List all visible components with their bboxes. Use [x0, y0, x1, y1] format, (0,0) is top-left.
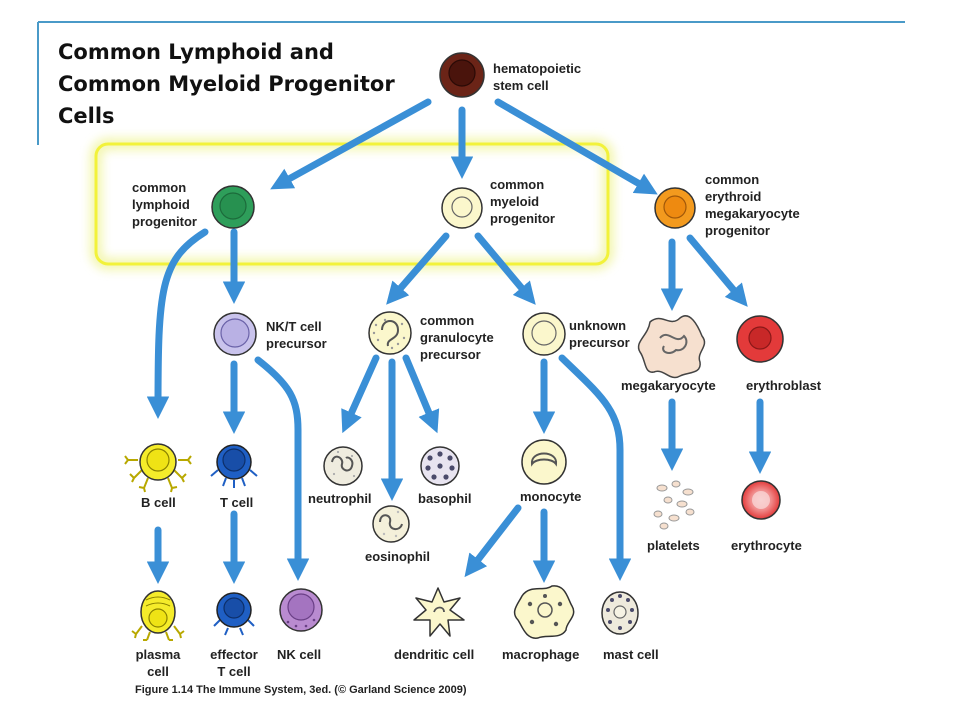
- label-effector-line-2: T cell: [217, 664, 251, 679]
- label-dendritic: dendritic cell: [394, 647, 475, 662]
- hsc-cell-icon: [439, 52, 485, 98]
- cmp-cell-icon: [441, 187, 483, 229]
- label-bcell: B cell: [141, 495, 176, 510]
- cgp-cell-icon: [368, 311, 412, 355]
- arrow-hsc-clp: [270, 98, 432, 190]
- label-erythrocyte: erythrocyte: [731, 538, 802, 553]
- label-cmp: common myeloid progenitor: [490, 176, 555, 227]
- arrow-cemp-erythroblast: [686, 234, 748, 307]
- arrow-clp-bcell: [146, 228, 209, 419]
- arrow-cmp-unknown: [474, 232, 536, 305]
- arrow-cgp-neutrophil: [341, 354, 380, 434]
- label-plasma: plasma cell: [128, 646, 188, 680]
- arrow-cgp-basophil: [402, 354, 440, 434]
- label-basophil: basophil: [418, 491, 472, 506]
- dendritic-cell-icon: [413, 587, 465, 637]
- neutrophil-icon: [323, 446, 363, 486]
- label-plasma-line-2: cell: [147, 664, 169, 679]
- label-hsc: hematopoietic stem cell: [493, 60, 581, 94]
- title-line-3: Cells: [58, 104, 115, 128]
- figure-caption: Figure 1.14 The Immune System, 3ed. (© G…: [135, 684, 467, 696]
- label-cemp-line-1: common: [705, 172, 760, 187]
- label-plasma-line-1: plasma: [135, 647, 181, 662]
- label-effector: effector T cell: [199, 646, 269, 680]
- label-tcell: T cell: [220, 495, 254, 510]
- label-unknown: unknown precursor: [569, 317, 630, 351]
- eosinophil-icon: [372, 505, 410, 543]
- erythroblast-icon: [736, 315, 784, 363]
- platelets-icon: [653, 480, 695, 530]
- megakaryocyte-icon: [637, 315, 706, 379]
- title-line-2: Common Myeloid Progenitor: [58, 72, 395, 96]
- cemp-cell-icon: [654, 187, 696, 229]
- label-cemp-line-3: megakaryocyte: [705, 206, 800, 221]
- label-cemp-line-2: erythroid: [705, 189, 762, 204]
- effector-tcell-icon: [213, 592, 255, 636]
- label-unknown-line-1: unknown: [569, 318, 627, 333]
- label-mast: mast cell: [603, 647, 659, 662]
- label-megakaryocyte: megakaryocyte: [621, 378, 716, 393]
- label-cgp: common granulocyte precursor: [420, 312, 494, 363]
- label-cemp: common erythroid megakaryocyte progenito…: [705, 171, 800, 239]
- arrow-monocyte-dendritic: [464, 504, 522, 578]
- arrow-nkt-nkcell: [254, 356, 310, 581]
- nk-cell-icon: [279, 588, 323, 632]
- label-monocyte: monocyte: [520, 489, 582, 504]
- label-cmp-line-2: myeloid: [490, 194, 540, 209]
- label-hsc-line-1: hematopoietic: [493, 61, 582, 76]
- nkt-precursor-icon: [213, 312, 257, 356]
- erythrocyte-icon: [741, 480, 781, 520]
- arrow-hsc-cemp: [494, 98, 658, 195]
- unknown-precursor-icon: [522, 312, 566, 356]
- label-nkt-line-2: precursor: [266, 336, 327, 351]
- label-platelets: platelets: [647, 538, 700, 553]
- label-cgp-line-1: common: [420, 313, 475, 328]
- label-nkt-line-1: NK/T cell: [266, 319, 322, 334]
- arrow-unknown-mast: [558, 354, 632, 581]
- label-effector-line-1: effector: [210, 647, 258, 662]
- plasma-cell-icon: [131, 590, 185, 641]
- label-cgp-line-2: granulocyte: [420, 330, 494, 345]
- label-erythroblast: erythroblast: [746, 378, 822, 393]
- label-clp-line-3: progenitor: [132, 214, 197, 229]
- label-neutrophil: neutrophil: [308, 491, 372, 506]
- label-nkcell: NK cell: [277, 647, 322, 662]
- label-cmp-line-1: common: [490, 177, 545, 192]
- arrows: [146, 98, 772, 584]
- arrow-cmp-cgp: [386, 232, 450, 305]
- macrophage-icon: [513, 585, 575, 639]
- label-cmp-line-3: progenitor: [490, 211, 555, 226]
- label-cemp-line-4: progenitor: [705, 223, 770, 238]
- label-cgp-line-3: precursor: [420, 347, 481, 362]
- label-nkt: NK/T cell precursor: [266, 318, 327, 352]
- monocyte-icon: [521, 439, 567, 485]
- label-macrophage: macrophage: [502, 647, 580, 662]
- label-eosinophil: eosinophil: [365, 549, 430, 564]
- label-hsc-line-2: stem cell: [493, 78, 549, 93]
- label-clp: common lymphoid progenitor: [132, 179, 197, 230]
- basophil-icon: [420, 446, 460, 486]
- tcell-icon: [210, 444, 258, 488]
- clp-cell-icon: [211, 185, 255, 229]
- mast-cell-icon: [601, 591, 639, 635]
- label-clp-line-1: common: [132, 180, 187, 195]
- bcell-icon: [124, 443, 192, 493]
- title-line-1: Common Lymphoid and: [58, 40, 334, 64]
- label-clp-line-2: lymphoid: [132, 197, 190, 212]
- label-unknown-line-2: precursor: [569, 335, 630, 350]
